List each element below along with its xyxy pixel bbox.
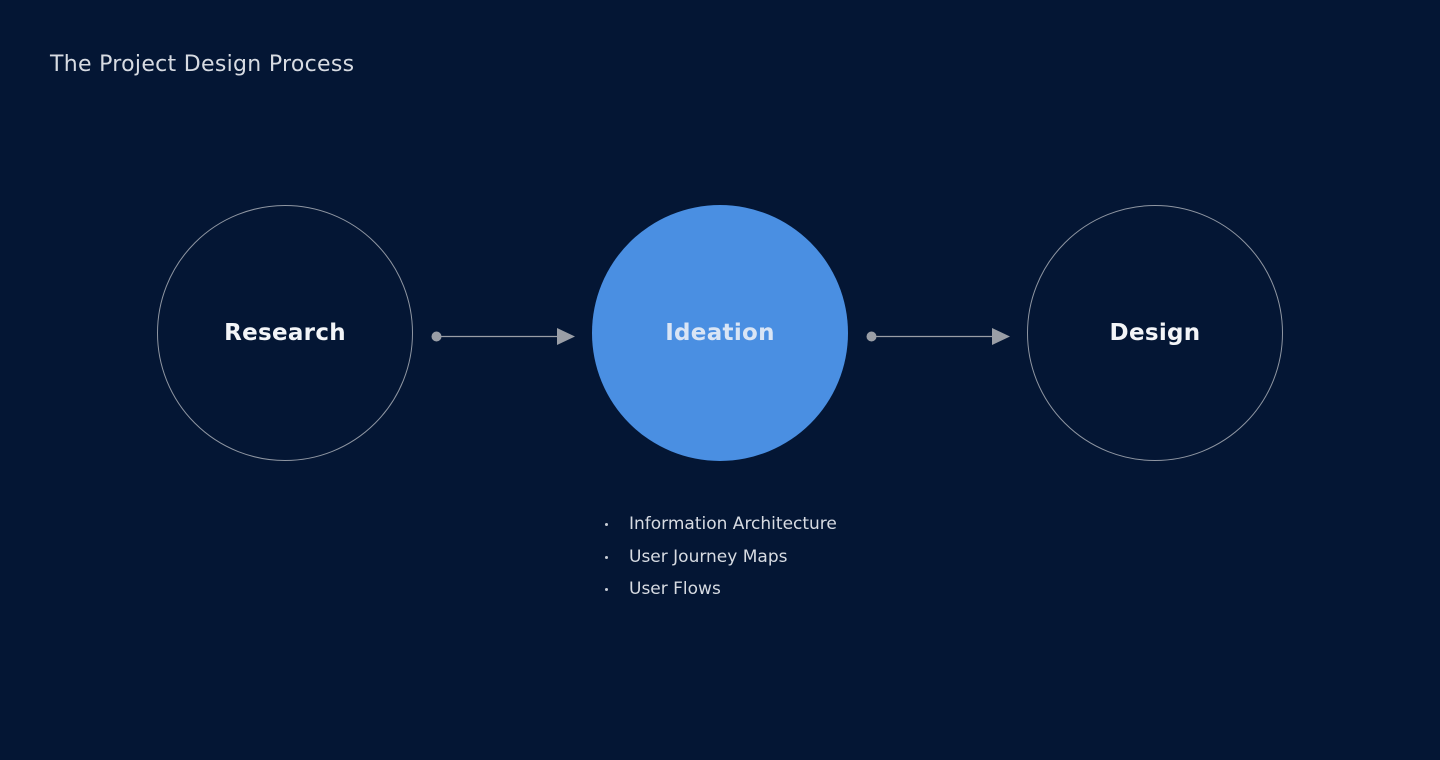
step-design-label: Design (1109, 320, 1201, 346)
list-item: User Journey Maps (600, 541, 837, 574)
bullet-dot-icon (605, 555, 608, 559)
step-research-circle: Research (157, 205, 413, 461)
slide-title: The Project Design Process (50, 52, 355, 77)
arrow-head (992, 328, 1010, 345)
bullet-dot-icon (605, 523, 608, 526)
bullet-dot-icon (605, 588, 608, 591)
step-design-circle: Design (1027, 205, 1283, 461)
step-ideation-label: Ideation (665, 320, 775, 346)
step-ideation-circle: Ideation (592, 205, 848, 461)
list-item: Information Architecture (600, 508, 837, 541)
list-item-label: User Flows (629, 579, 721, 599)
arrow-ideation-to-design (866, 328, 1010, 345)
arrow-research-to-ideation (431, 328, 575, 345)
arrow-head (557, 328, 575, 345)
list-item-label: User Journey Maps (629, 546, 788, 567)
ideation-item-list: Information Architecture User Journey Ma… (600, 508, 837, 606)
list-item-label: Information Architecture (629, 514, 837, 534)
step-research-label: Research (224, 320, 346, 346)
list-item: User Flows (600, 573, 837, 606)
